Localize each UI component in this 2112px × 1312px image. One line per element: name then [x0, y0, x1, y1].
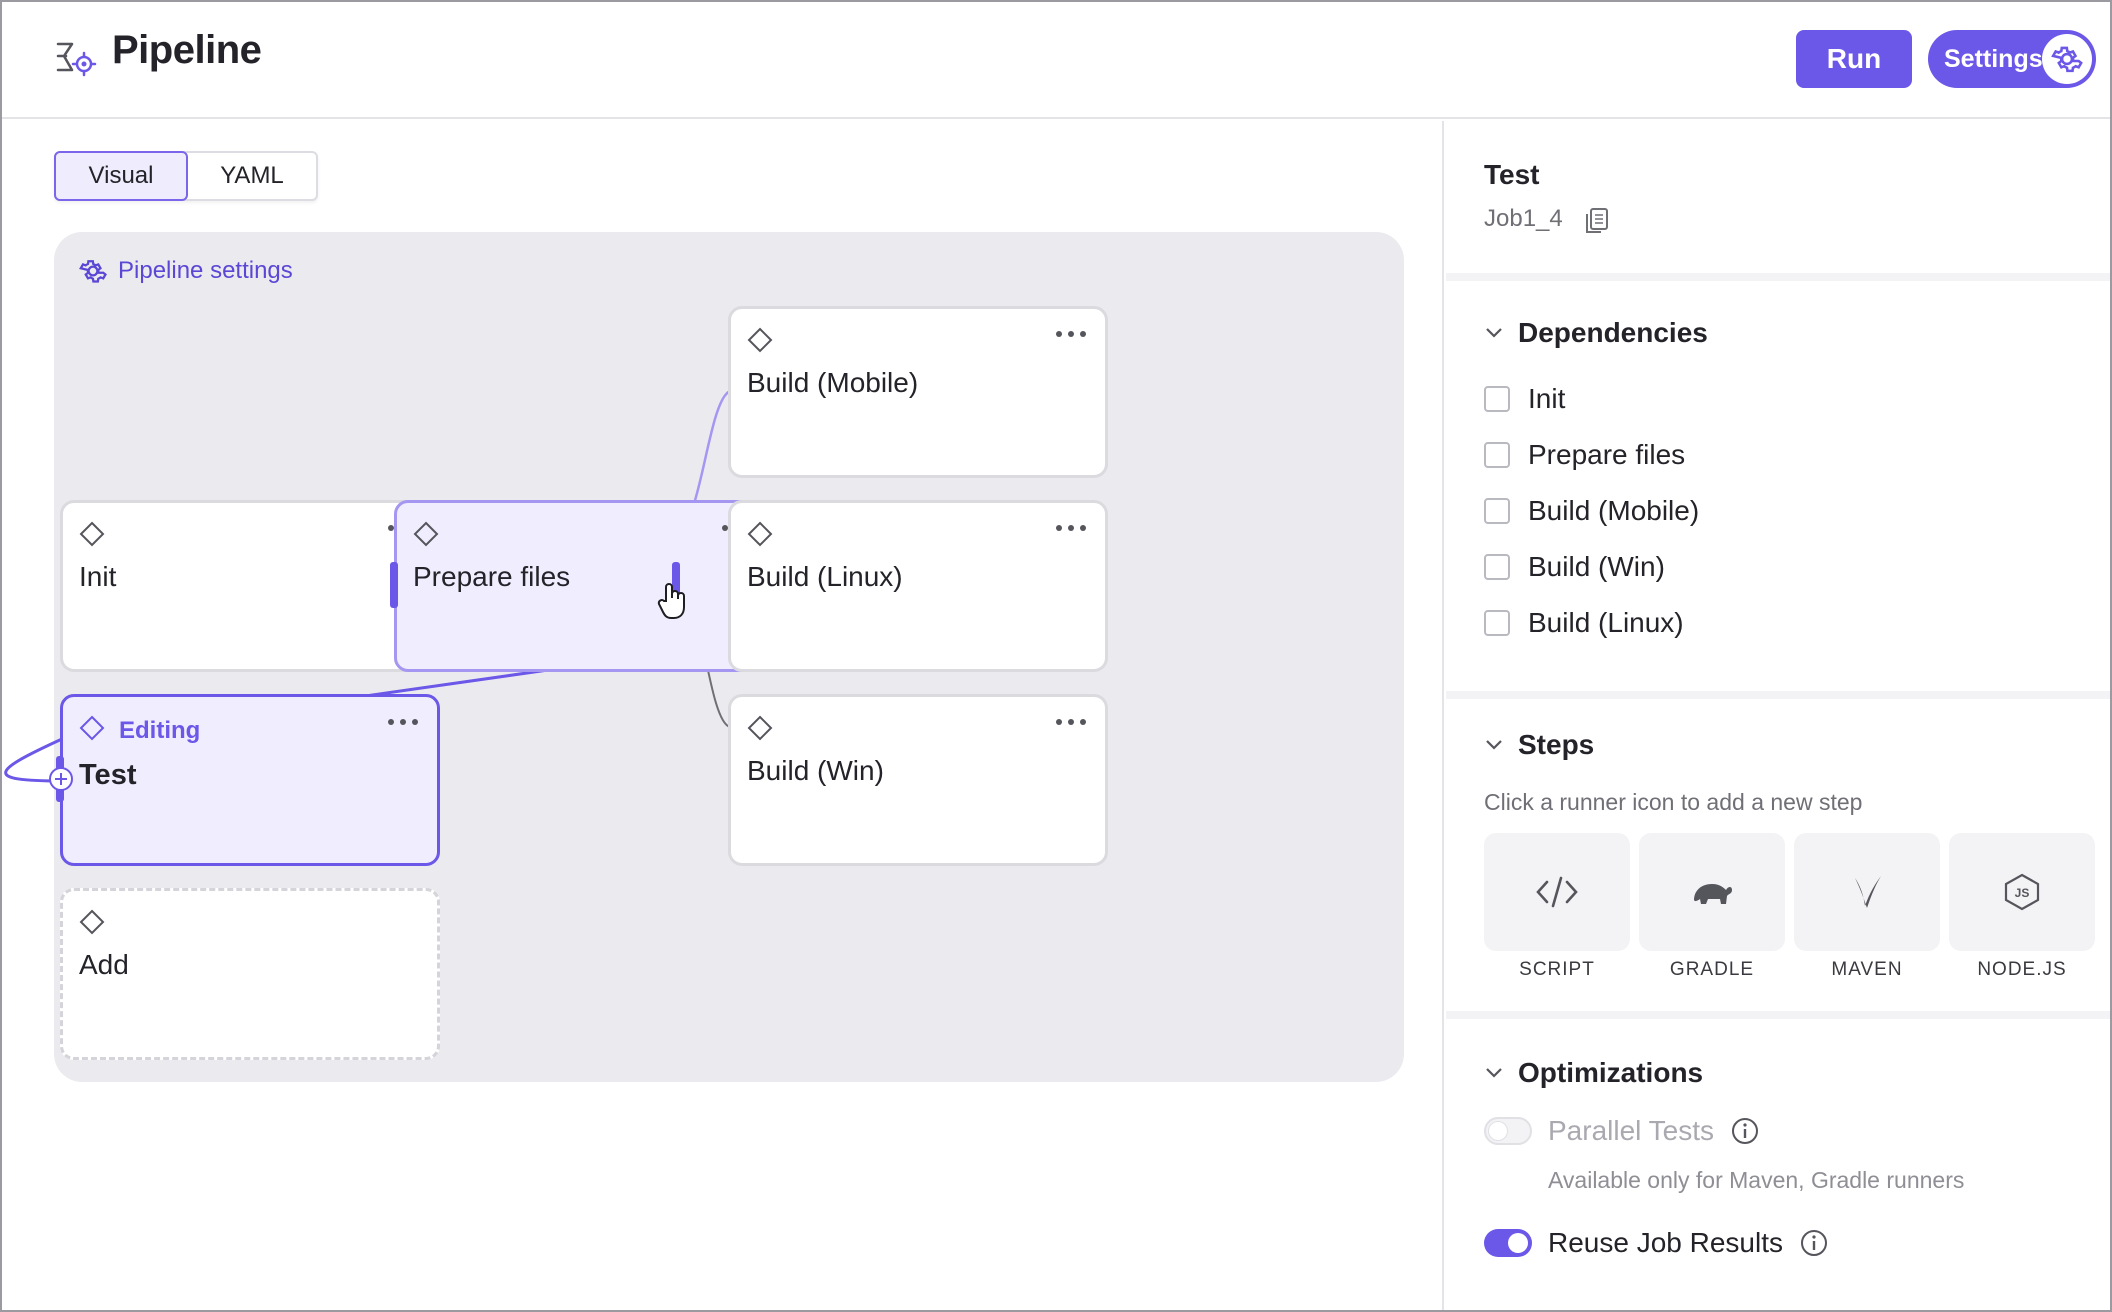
dependency-build-win[interactable]: Build (Win) — [1484, 551, 1665, 583]
more-options-icon[interactable] — [387, 717, 419, 727]
diamond-icon — [747, 327, 773, 353]
reuse-job-results-row: Reuse Job Results — [1484, 1227, 1829, 1259]
code-icon — [1536, 876, 1578, 908]
tab-visual[interactable]: Visual — [54, 151, 188, 201]
job-card-build-win[interactable]: Build (Win) — [728, 694, 1108, 866]
job-label: Build (Mobile) — [747, 367, 919, 398]
chevron-down-icon — [1486, 1068, 1502, 1078]
runner-maven[interactable] — [1794, 833, 1940, 951]
job-label: Test — [79, 759, 137, 791]
diamond-icon — [413, 521, 439, 547]
diamond-icon — [79, 715, 105, 741]
checkbox[interactable] — [1484, 442, 1510, 468]
dependency-label: Build (Linux) — [1528, 607, 1684, 638]
job-card-test[interactable]: Editing Test — [60, 694, 440, 866]
more-options-icon[interactable] — [1055, 717, 1087, 727]
job-card-build-mobile[interactable]: Build (Mobile) — [728, 306, 1108, 478]
pipeline-settings-icon — [56, 42, 97, 77]
view-toggle: Visual YAML — [54, 151, 318, 201]
dependency-label: Prepare files — [1528, 439, 1686, 470]
job-label: Add — [79, 949, 129, 980]
job-id: Job1_4 — [1484, 205, 1563, 232]
checkbox[interactable] — [1484, 554, 1510, 580]
tab-yaml[interactable]: YAML — [220, 162, 284, 189]
runner-label: NODE.JS — [1977, 959, 2067, 980]
chevron-down-icon — [1486, 740, 1502, 750]
parallel-tests-row: Parallel Tests — [1484, 1115, 1760, 1147]
job-card-build-linux[interactable]: Build (Linux) — [728, 500, 1108, 672]
nodejs-icon: JS — [2004, 873, 2040, 911]
dependencies-title: Dependencies — [1518, 317, 1708, 348]
diamond-icon — [747, 715, 773, 741]
info-icon[interactable] — [1730, 1116, 1760, 1146]
section-divider — [1446, 1011, 2110, 1019]
add-job-card[interactable]: Add — [60, 888, 440, 1060]
input-port-handle[interactable] — [390, 562, 398, 608]
reuse-job-results-toggle[interactable] — [1484, 1229, 1532, 1257]
job-label: Init — [79, 561, 117, 592]
checkbox[interactable] — [1484, 386, 1510, 412]
copy-icon[interactable] — [1584, 207, 1610, 235]
svg-text:JS: JS — [2015, 886, 2030, 900]
more-options-icon[interactable] — [1055, 523, 1087, 533]
parallel-tests-label: Parallel Tests — [1548, 1115, 1715, 1146]
job-properties-panel: Test Job1_4 Dependencies Init Prepare fi… — [1446, 121, 2110, 1310]
add-connection-icon[interactable] — [48, 766, 74, 792]
diamond-icon — [747, 521, 773, 547]
job-label: Build (Linux) — [747, 561, 903, 592]
page-header: Pipeline Run Settings — [2, 2, 2110, 119]
section-divider — [1446, 273, 2110, 281]
runner-gradle[interactable] — [1639, 833, 1785, 951]
diamond-icon — [79, 909, 105, 935]
steps-hint: Click a runner icon to add a new step — [1484, 789, 1863, 815]
settings-button-label: Settings — [1944, 44, 2043, 73]
parallel-tests-toggle[interactable] — [1484, 1117, 1532, 1145]
dependency-label: Build (Win) — [1528, 551, 1665, 582]
reuse-job-results-label: Reuse Job Results — [1548, 1227, 1784, 1258]
checkbox[interactable] — [1484, 610, 1510, 636]
section-divider — [1446, 691, 2110, 699]
dependency-build-linux[interactable]: Build (Linux) — [1484, 607, 1684, 639]
maven-icon — [1855, 876, 1881, 908]
run-button[interactable]: Run — [1796, 30, 1912, 88]
dependencies-header[interactable]: Dependencies — [1484, 317, 1708, 349]
steps-header[interactable]: Steps — [1484, 729, 1594, 761]
editing-badge: Editing — [119, 717, 201, 744]
gear-icon — [79, 260, 107, 283]
page-title: Pipeline — [112, 28, 262, 72]
runner-label: SCRIPT — [1519, 959, 1595, 980]
pipeline-editor: Visual YAML Pipeline settings Init Prepa… — [2, 121, 1444, 1310]
settings-button[interactable]: Settings — [1928, 30, 2096, 88]
job-card-prepare-files[interactable]: Prepare files — [394, 500, 774, 672]
job-card-init[interactable]: Init — [60, 500, 440, 672]
job-title: Test — [1484, 159, 1540, 190]
job-label: Build (Win) — [747, 755, 884, 786]
steps-title: Steps — [1518, 729, 1595, 760]
pipeline-settings-link[interactable]: Pipeline settings — [78, 256, 293, 286]
pipeline-settings-label: Pipeline settings — [118, 257, 293, 284]
optimizations-header[interactable]: Optimizations — [1484, 1057, 1703, 1089]
runner-label: GRADLE — [1669, 959, 1755, 980]
chevron-down-icon — [1486, 328, 1502, 338]
output-port-handle[interactable] — [672, 562, 680, 608]
parallel-tests-note: Available only for Maven, Gradle runners — [1548, 1167, 1965, 1193]
dependency-build-mobile[interactable]: Build (Mobile) — [1484, 495, 1699, 527]
checkbox[interactable] — [1484, 498, 1510, 524]
diamond-icon — [79, 521, 105, 547]
dependency-label: Build (Mobile) — [1528, 495, 1700, 526]
info-icon[interactable] — [1799, 1228, 1829, 1258]
runner-nodejs[interactable]: JS — [1949, 833, 2095, 951]
dependency-init[interactable]: Init — [1484, 383, 1565, 415]
hand-cursor-icon — [657, 583, 685, 619]
runner-label: MAVEN — [1831, 959, 1903, 980]
job-label: Prepare files — [413, 561, 571, 592]
optimizations-title: Optimizations — [1518, 1057, 1704, 1088]
runner-script[interactable] — [1484, 833, 1630, 951]
gear-icon — [2042, 34, 2092, 84]
gradle-icon — [1694, 884, 1732, 904]
more-options-icon[interactable] — [1055, 329, 1087, 339]
dependency-label: Init — [1528, 383, 1566, 414]
dependency-prepare-files[interactable]: Prepare files — [1484, 439, 1685, 471]
